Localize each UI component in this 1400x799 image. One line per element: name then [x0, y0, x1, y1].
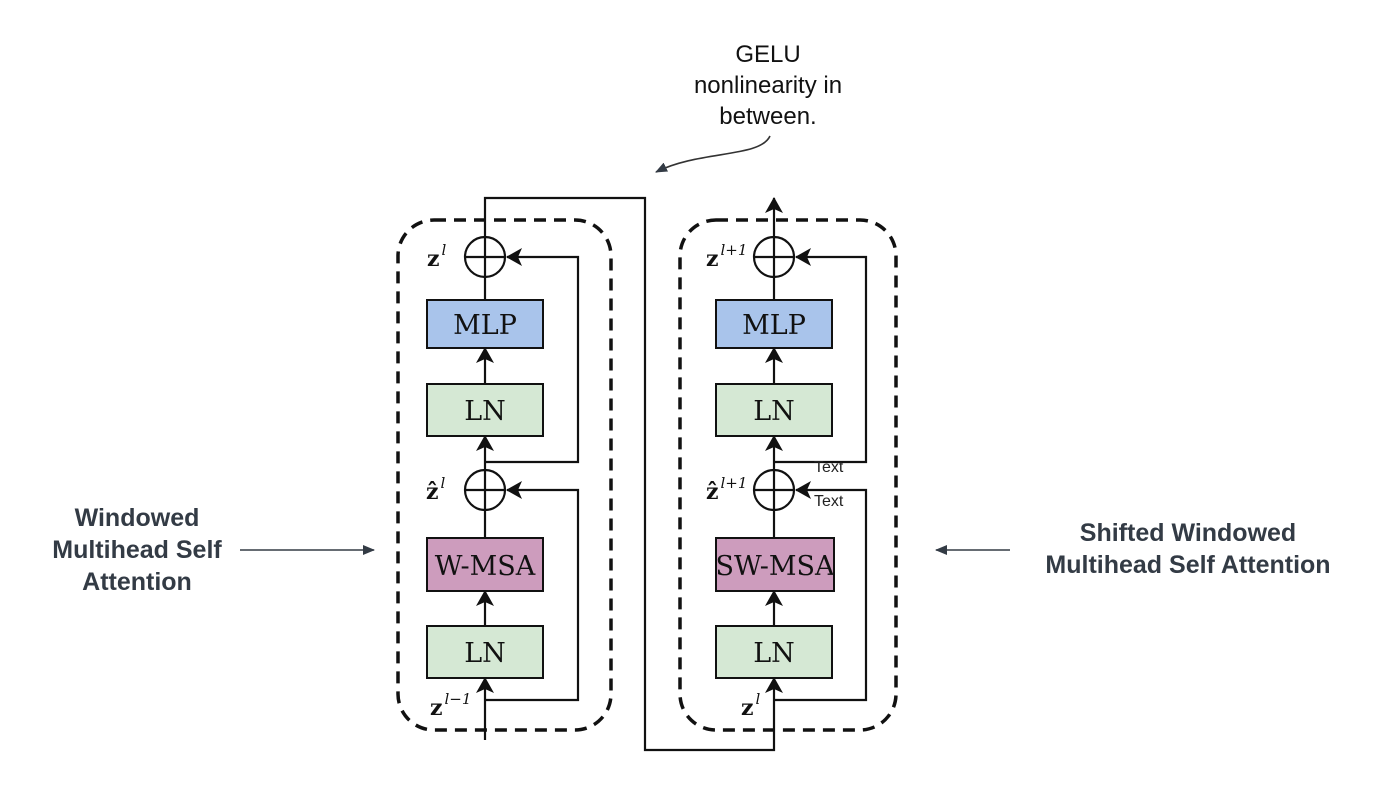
right-ln-top-label: LN: [753, 396, 795, 427]
left-label-line-1: Windowed: [75, 504, 200, 532]
left-attn-label: W-MSA: [435, 551, 536, 582]
left-ln-top-label: LN: [464, 396, 506, 427]
left-label-line-3: Attention: [82, 568, 192, 596]
right-ln-bottom-label: LN: [753, 638, 795, 669]
note-arrow: [655, 135, 771, 173]
gelu-note: GELU nonlinearity in between.: [655, 41, 842, 173]
note-line-2: nonlinearity in: [694, 72, 842, 99]
left-mlp-label: MLP: [453, 310, 517, 341]
left-add-mid-icon: [463, 468, 507, 512]
right-label-line-2: Multihead Self Attention: [1045, 551, 1330, 579]
right-attn-box: [715, 537, 835, 592]
left-residual-2: [485, 248, 580, 464]
right-add-top-icon: [752, 235, 796, 279]
right-mlp-box: [715, 299, 833, 349]
left-label-line-2: Multihead Self: [52, 536, 222, 564]
left-ln-bottom-label: LN: [464, 638, 506, 669]
note-line-1: GELU: [735, 41, 800, 68]
left-attn-box: [426, 537, 544, 592]
note-line-3: between.: [719, 103, 816, 130]
right-side-label: Shifted Windowed Multihead Self Attentio…: [935, 519, 1331, 579]
left-ln-top-box: [426, 383, 544, 437]
right-ln-bottom-box: [715, 625, 833, 679]
right-label-line-1: Shifted Windowed: [1080, 519, 1296, 547]
right-block-container: [678, 218, 898, 732]
right-residual-2: [774, 248, 868, 464]
right-stray-text-2: Text: [814, 493, 844, 510]
left-side-label: Windowed Multihead Self Attention: [52, 504, 375, 596]
right-attn-label: SW-MSA: [715, 551, 835, 582]
right-residual-1: [774, 481, 868, 702]
left-add-top-icon: [463, 235, 507, 279]
right-add-mid-icon: [752, 468, 796, 512]
left-ln-bottom-box: [426, 625, 544, 679]
left-block-container: [396, 218, 613, 732]
right-mlp-label: MLP: [742, 310, 806, 341]
inter-block-connector: [483, 196, 776, 752]
right-stray-text-1: Text: [814, 459, 844, 476]
left-residual-1: [485, 481, 580, 702]
left-mlp-box: [426, 299, 544, 349]
right-ln-top-box: [715, 383, 833, 437]
